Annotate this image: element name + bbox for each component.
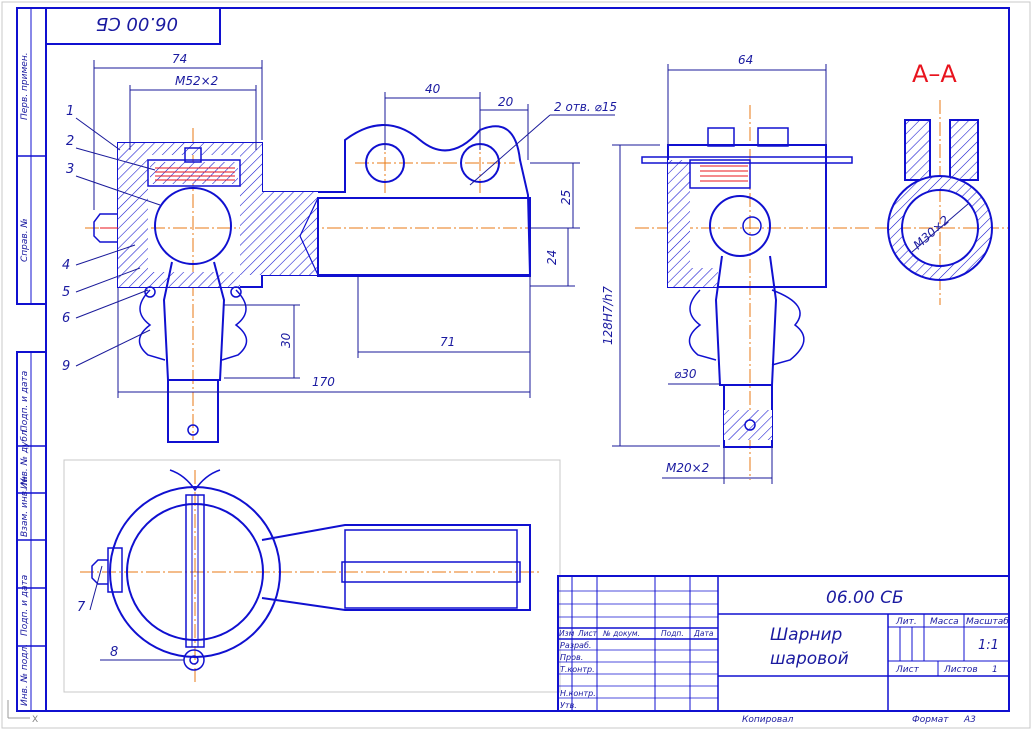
dim-74: 74	[172, 52, 187, 66]
top-code-box: 06.00 СБ	[45, 7, 221, 45]
hdr-scale: Масштаб	[966, 617, 1009, 627]
col-izm: Изм	[559, 629, 575, 638]
side-inv-podl: Инв. № подл.	[20, 644, 30, 706]
dim-24: 24	[545, 250, 559, 265]
dim-25: 25	[559, 190, 573, 205]
dim-30-vertical: 30	[279, 332, 293, 348]
side-perv-primen: Перв. примен.	[20, 52, 30, 120]
axis-marker: X	[7, 700, 38, 725]
dim-71: 71	[440, 335, 455, 349]
role-developed: Разраб.	[560, 641, 591, 650]
hdr-lit: Лит.	[895, 617, 917, 627]
side-inv-dubl: Инв. № дубл.	[20, 427, 30, 489]
callout-4: 4	[62, 258, 70, 273]
dim-40: 40	[425, 82, 441, 96]
role-approved: Утв.	[560, 701, 577, 710]
callout-9: 9	[62, 359, 70, 374]
dim-dia-30: ⌀30	[674, 367, 697, 381]
col-doc-no: № докум.	[602, 629, 640, 638]
axis-x-label: X	[32, 715, 38, 725]
role-ncontrol: Н.контр.	[560, 689, 596, 698]
dim-m52: М52×2	[175, 74, 218, 88]
scale-value: 1:1	[978, 638, 999, 653]
format-label: Формат	[912, 715, 949, 725]
dim-170: 170	[312, 375, 335, 389]
hdr-mass: Масса	[930, 617, 959, 627]
stamp-code-rotated: 06.00 СБ	[96, 13, 178, 34]
side-view: 64 128H7/h7 ⌀30 М20×2	[601, 53, 870, 484]
side-podp-data-1: Подп. и дата	[20, 371, 30, 432]
hdr-sheets: Листов	[943, 665, 978, 675]
doc-code: 06.00 СБ	[826, 588, 904, 608]
side-vzam-inv: Взам. инв. №	[20, 476, 30, 537]
callout-6: 6	[62, 311, 70, 326]
callout-8: 8	[110, 645, 118, 660]
callout-1: 1	[66, 104, 74, 119]
callout-5: 5	[62, 285, 70, 300]
section-a-a: А–А М30×2	[875, 60, 1008, 305]
top-view: 7 8	[63, 459, 561, 693]
dim-128: 128H7/h7	[601, 286, 615, 345]
dim-20: 20	[498, 95, 514, 109]
format-value: А3	[963, 715, 976, 725]
main-section-view: 74 М52×2 40 20 2 отв. ⌀15 25 24 30 71	[62, 52, 617, 443]
section-label: А–А	[912, 60, 957, 88]
name-line1: Шарнир	[770, 625, 843, 645]
side-sprav-no: Справ. №	[20, 218, 30, 262]
dim-64: 64	[738, 53, 753, 67]
name-line2: шаровой	[770, 649, 849, 669]
title-block: Изм Лист № докум. Подп. Дата Разраб. Про…	[557, 575, 1010, 725]
side-podp-data-2: Подп. и дата	[20, 575, 30, 636]
col-sign: Подп.	[661, 629, 684, 638]
callout-2: 2	[66, 134, 74, 149]
col-date: Дата	[693, 629, 714, 638]
left-side-stamp: Перв. примен. Справ. № Подп. и дата Инв.…	[16, 7, 47, 712]
callout-3: 3	[66, 162, 74, 177]
dim-m30: М30×2	[911, 213, 953, 252]
col-list: Лист	[577, 629, 598, 638]
sheets-value: 1	[992, 665, 998, 675]
dim-m20: М20×2	[666, 461, 709, 475]
dim-holes: 2 отв. ⌀15	[554, 100, 617, 114]
copied-label: Копировал	[742, 715, 794, 725]
role-tcontrol: Т.контр.	[560, 665, 595, 674]
hdr-sheet: Лист	[895, 665, 920, 675]
callout-7: 7	[77, 600, 86, 615]
role-checked: Пров.	[560, 653, 583, 662]
